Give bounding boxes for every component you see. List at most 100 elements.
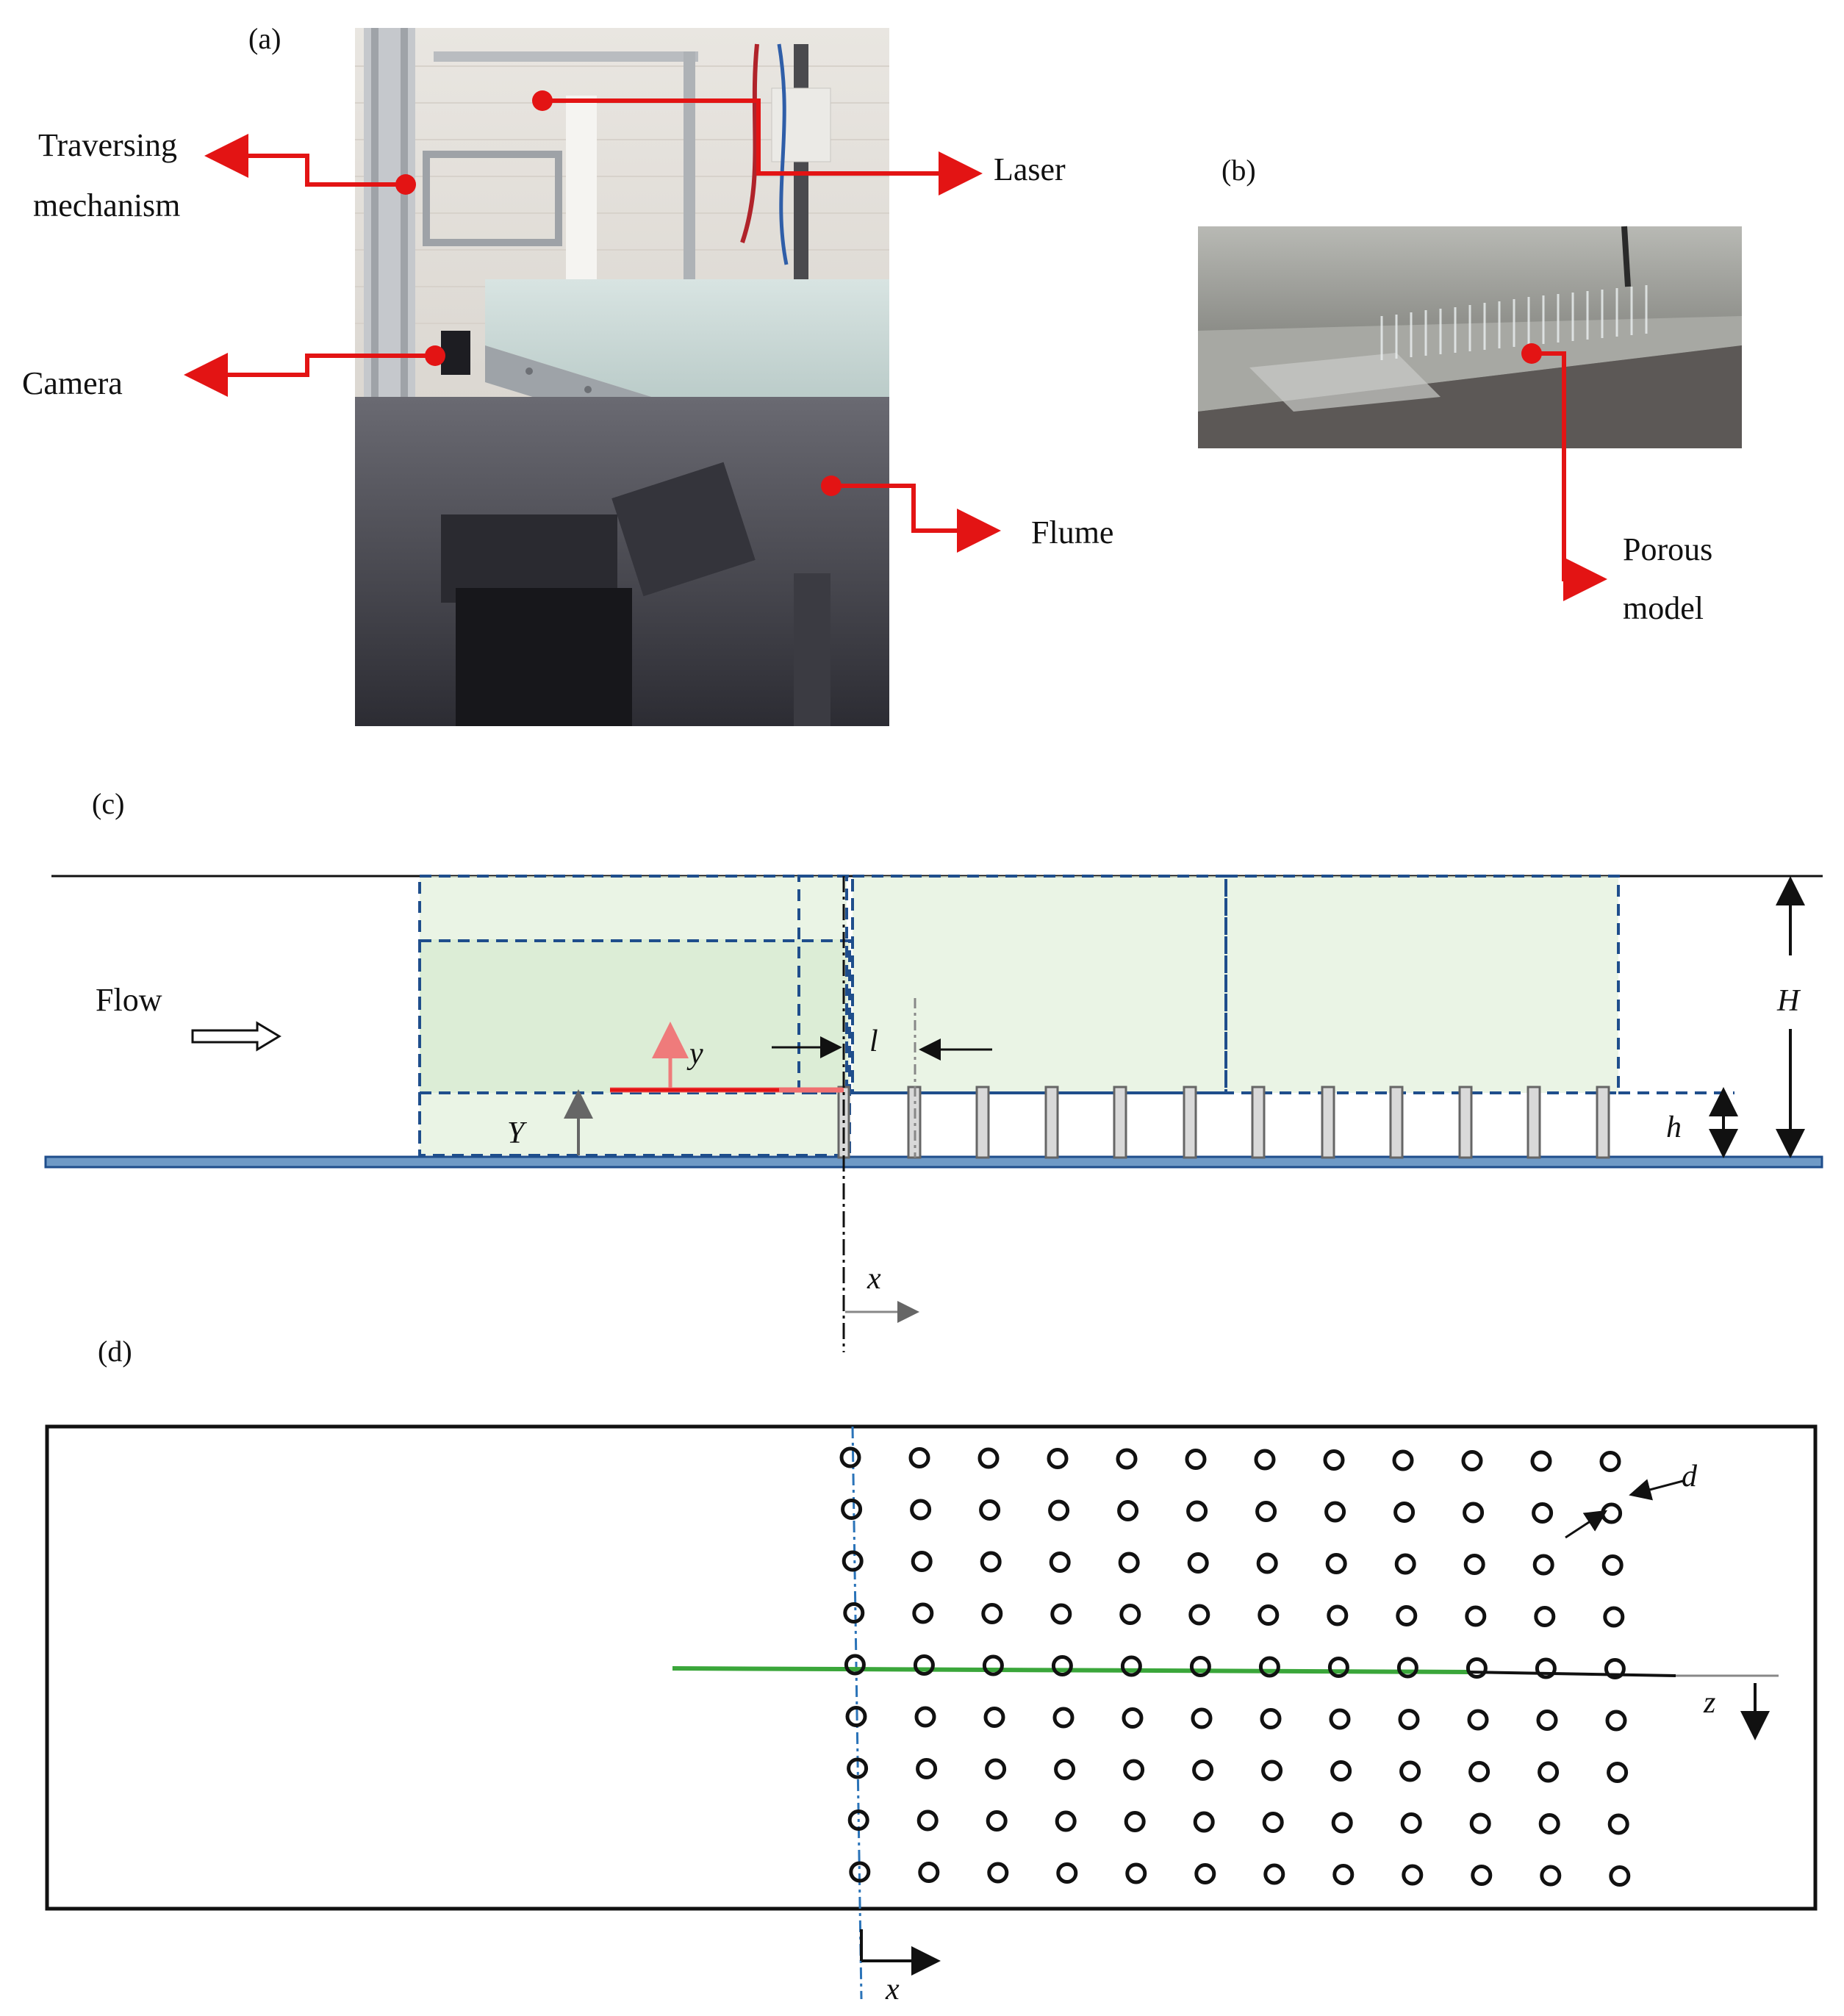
- rod-circle: [1116, 1448, 1138, 1470]
- traversing-pointer: [204, 134, 416, 195]
- rod-circle: [908, 1447, 930, 1468]
- rod-circle: [1402, 1864, 1424, 1886]
- rod-circle: [986, 1810, 1008, 1832]
- rod-circle: [1601, 1502, 1623, 1524]
- panel-label-a: (a): [248, 22, 281, 55]
- rod-circle: [1123, 1759, 1145, 1781]
- rod-circle: [1396, 1657, 1418, 1679]
- rod-circle: [918, 1862, 940, 1883]
- rod-circle: [1125, 1862, 1147, 1884]
- rod-circle: [1254, 1449, 1276, 1471]
- rod-circle: [1399, 1760, 1421, 1782]
- rod-circle: [1609, 1865, 1631, 1887]
- rod-circle: [1603, 1606, 1625, 1628]
- rod-circle: [977, 1447, 1000, 1469]
- rod-circle: [1534, 1606, 1556, 1627]
- label-x-top: x: [885, 1973, 900, 2006]
- rod-circle: [1050, 1603, 1072, 1625]
- rod-circle: [847, 1757, 869, 1779]
- rod-circle: [1187, 1552, 1209, 1574]
- rod-circle: [1258, 1656, 1280, 1678]
- rod-circle: [1330, 1760, 1352, 1782]
- rod-circle: [1119, 1604, 1141, 1625]
- rod-circle: [980, 1551, 1002, 1573]
- rod-circle: [1118, 1552, 1140, 1574]
- rod-circle: [1461, 1450, 1483, 1471]
- top-view-schematic: [45, 1424, 1818, 2000]
- rod-circle: [1327, 1657, 1349, 1678]
- label-camera: Camera: [22, 365, 123, 401]
- rod-circle: [1331, 1812, 1353, 1834]
- rod-circle: [1323, 1449, 1345, 1471]
- rod-circle: [1396, 1605, 1418, 1626]
- rod-circle: [1255, 1501, 1277, 1522]
- rod-circle: [1261, 1759, 1283, 1782]
- rod-circle: [1186, 1500, 1208, 1522]
- rod-circle: [1329, 1708, 1351, 1730]
- label-traversing-line1: Traversing: [38, 127, 177, 163]
- label-y-small: y: [686, 1037, 703, 1071]
- rod-circle: [1535, 1657, 1557, 1679]
- rod-circle: [912, 1602, 934, 1624]
- porous-pointer: [1521, 343, 1607, 601]
- rod-circle: [1536, 1710, 1558, 1731]
- rod-circle: [1048, 1499, 1070, 1521]
- rod-circle: [1471, 1865, 1493, 1886]
- rod-circle: [842, 1550, 864, 1572]
- rod-circle: [839, 1446, 861, 1468]
- rod-circle: [1604, 1658, 1626, 1679]
- rod-circle: [916, 1758, 938, 1779]
- rod-circle: [1117, 1500, 1139, 1521]
- label-flow: Flow: [96, 982, 162, 1018]
- label-porous-line1: Porous: [1623, 531, 1712, 567]
- rod-circle: [1465, 1657, 1488, 1679]
- porous-model-photo: [1198, 226, 1742, 448]
- label-H-depth: H: [1776, 984, 1801, 1018]
- rod-circle: [1469, 1812, 1491, 1834]
- label-flume: Flume: [1031, 514, 1113, 550]
- lab-photo: [355, 28, 889, 726]
- rod-circle: [1194, 1863, 1216, 1884]
- label-Y-offset: Y: [507, 1116, 528, 1150]
- rod-circle: [1605, 1710, 1627, 1732]
- rod-circle: [1124, 1811, 1146, 1832]
- side-view-schematic: [44, 875, 1823, 1352]
- rod-circle: [1052, 1707, 1075, 1729]
- rod-circle: [1392, 1449, 1414, 1471]
- rod-circle: [843, 1602, 865, 1624]
- rod-circle: [844, 1654, 866, 1676]
- rod-circle: [1189, 1656, 1211, 1677]
- rod-circle: [1056, 1862, 1078, 1884]
- rod-circle: [1120, 1655, 1142, 1677]
- rod-circle: [1530, 1450, 1552, 1472]
- rod-circle: [1054, 1759, 1076, 1780]
- rod-circle: [914, 1706, 936, 1728]
- rod-circle: [1607, 1813, 1629, 1835]
- rod-circle: [1051, 1655, 1073, 1676]
- label-l-spacing: l: [869, 1025, 878, 1058]
- rod-circle: [1047, 1448, 1069, 1469]
- flume-pointer: [821, 476, 1001, 553]
- rod-circle: [1049, 1552, 1071, 1573]
- panel-label-c: (c): [92, 787, 124, 820]
- rod-circle: [841, 1499, 863, 1520]
- rod-circle: [1532, 1554, 1554, 1576]
- rod-circle: [1394, 1553, 1416, 1575]
- panel-label-b: (b): [1221, 154, 1256, 187]
- rod-circle: [981, 1603, 1003, 1624]
- rod-circle: [1325, 1553, 1347, 1574]
- laser-pointer: [532, 90, 983, 195]
- rod-circle: [982, 1654, 1004, 1676]
- rod-circle: [1122, 1707, 1144, 1729]
- camera-pointer: [184, 345, 445, 397]
- rod-circle: [1463, 1554, 1485, 1575]
- rod-grid: [839, 1446, 1631, 1887]
- rod-circle: [1332, 1864, 1355, 1885]
- rod-circle: [1540, 1865, 1562, 1887]
- rod-circle: [849, 1861, 871, 1883]
- rod-circle: [1393, 1502, 1416, 1523]
- rod-circle: [985, 1758, 1007, 1780]
- rod-circle: [1324, 1501, 1346, 1523]
- rod-circle: [911, 1551, 933, 1572]
